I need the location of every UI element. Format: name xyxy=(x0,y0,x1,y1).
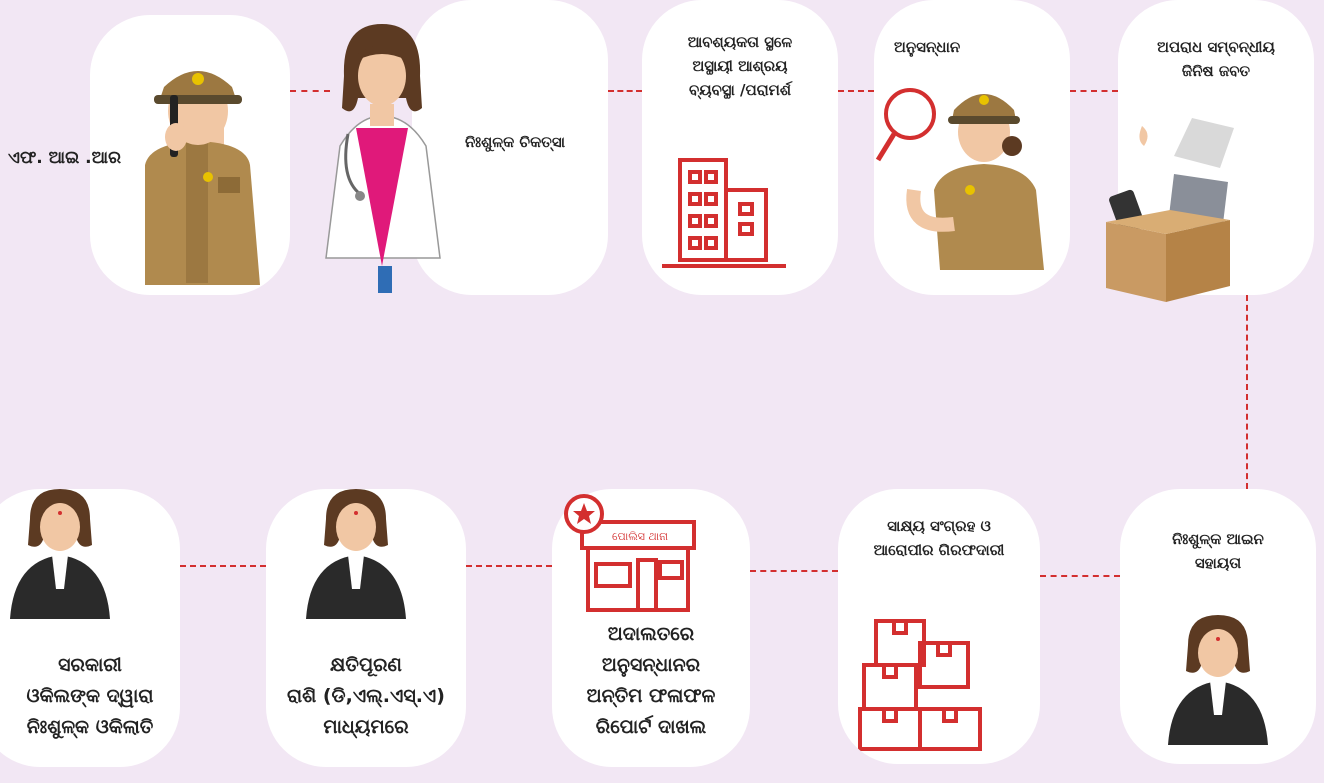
step-label-seizure: ଅପରାଧ ସମ୍ବନ୍ଧୀୟ ଜିନିଷ ଜବତ xyxy=(1157,38,1275,80)
step-card-prosecutor xyxy=(0,489,180,767)
lawyer-icon xyxy=(306,489,406,619)
evidence-box-icon xyxy=(1106,118,1234,302)
step-label-legal-aid: ନିଃଶୁଳ୍କ ଆଇନ ସହାୟତା xyxy=(1172,530,1264,572)
step-label-shelter: ଆବଶ୍ୟକତା ସ୍ଥଳେ ଅସ୍ଥାୟୀ ଆଶ୍ରୟ ବ୍ୟବସ୍ଥା /ପ… xyxy=(687,33,793,99)
police-station-icon: ପୋଲିସ ଥାନା xyxy=(564,494,696,612)
step-label-evidence: ସାକ୍ଷ୍ୟ ସଂଗ୍ରହ ଓ ଆରୋପୀର ଗିରଫଦାରୀ xyxy=(873,517,1005,559)
step-label-report: ଅଦାଲତରେ ଅନୁସନ୍ଧାନର ଅନ୍ତିମ ଫଳାଫଳ ରିପୋର୍ଟ … xyxy=(586,623,716,738)
lawyer-icon xyxy=(1168,615,1268,745)
connector-report-compensation xyxy=(466,565,552,567)
step-label-prosecutor: ସରକାରୀ ଓକିଲଙ୍କ ଦ୍ୱାରା ନିଃଶୁଳ୍କ ଓକିଲାତି xyxy=(26,654,154,738)
step-card-legal-aid: ନିଃଶୁଳ୍କ ଆଇନ ସହାୟତା xyxy=(1120,489,1316,764)
stacked-boxes-icon xyxy=(858,619,982,751)
step-label-fir: ଏଫ. ଆଇ .ଆର xyxy=(8,148,121,168)
doctor-icon xyxy=(325,24,441,293)
step-label-compensation: କ୍ଷତିପୂରଣ ରାଶି (ଡି,ଏଲ୍.ଏସ୍.ଏ) ମାଧ୍ୟମରେ xyxy=(287,654,445,738)
building-icon xyxy=(662,158,786,268)
connector-fir-medical xyxy=(290,90,330,92)
connector-legalaid-evidence xyxy=(1040,575,1120,577)
lawyer-icon xyxy=(10,489,110,619)
step-card-medical: ନିଃଶୁଳ୍କ ଚିକତ୍ସା xyxy=(412,0,608,295)
connector-compensation-prosecutor xyxy=(180,565,266,567)
step-card-evidence: ସାକ୍ଷ୍ୟ ସଂଗ୍ରହ ଓ ଆରୋପୀର ଗିରଫଦାରୀ xyxy=(838,489,1040,764)
police-woman-magnifier-icon xyxy=(875,88,1044,270)
police-station-sign: ପୋଲିସ ଥାନା xyxy=(612,530,668,543)
step-label-investigation: ଅନୁସନ୍ଧାନ xyxy=(894,38,961,56)
connector-investigation-seizure xyxy=(1070,90,1118,92)
police-officer-walkie-talkie-icon xyxy=(145,71,260,285)
step-card-compensation xyxy=(266,489,466,767)
step-card-shelter: ଆବଶ୍ୟକତା ସ୍ଥଳେ ଅସ୍ଥାୟୀ ଆଶ୍ରୟ ବ୍ୟବସ୍ଥା /ପ… xyxy=(642,0,838,295)
connector-evidence-report xyxy=(750,570,838,572)
step-label-medical: ନିଃଶୁଳ୍କ ଚିକତ୍ସା xyxy=(464,133,566,151)
connector-shelter-investigation xyxy=(838,90,874,92)
connector-seizure-legalaid xyxy=(1246,295,1248,489)
connector-medical-shelter xyxy=(608,90,642,92)
step-card-report: ଅଦାଲତରେ ଅନୁସନ୍ଧାନର ଅନ୍ତିମ ଫଳାଫଳ ରିପୋର୍ଟ … xyxy=(552,489,750,767)
step-card-fir xyxy=(90,15,290,295)
step-card-investigation: ଅନୁସନ୍ଧାନ xyxy=(874,0,1070,295)
